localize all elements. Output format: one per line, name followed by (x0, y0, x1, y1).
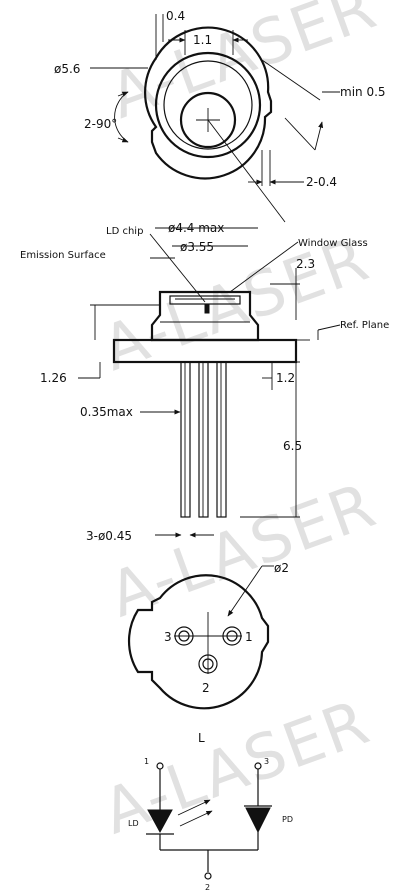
label-window-glass: Window Glass (298, 238, 368, 249)
label-ld-chip: LD chip (106, 226, 143, 237)
watermarks: A-LASER A-LASER A-LASER A-LASER (93, 0, 386, 848)
ld-diode (147, 809, 173, 834)
dim-min-0.5: min 0.5 (340, 85, 386, 99)
label-pd: PD (282, 815, 293, 824)
pin-1 (180, 361, 191, 518)
bottom-flange-outline (127, 574, 270, 710)
top-view: 0.4 1.1 ø5.6 min 0.5 2-90° 2-0.4 (54, 9, 386, 223)
top-flange-outline (143, 26, 273, 180)
dim-1.1: 1.1 (193, 33, 212, 47)
pin-label-2: 2 (202, 681, 210, 695)
label-ref-plane: Ref. Plane (340, 320, 389, 331)
label-ld: LD (128, 819, 139, 828)
pin-2 (198, 361, 209, 518)
bottom-view: ø2 3 1 2 (127, 561, 289, 710)
pd-diode (245, 807, 271, 834)
dim-dia-2: ø2 (274, 561, 289, 575)
dim-dia-5.6: ø5.6 (54, 62, 80, 76)
dim-3x-dia-0.45: 3-ø0.45 (86, 529, 132, 543)
node-label-2: 2 (205, 883, 210, 892)
dim-0.4: 0.4 (166, 9, 185, 23)
node-label-3: 3 (264, 757, 269, 766)
dim-1.2: 1.2 (276, 371, 295, 385)
dim-2x0.4: 2-0.4 (306, 175, 337, 189)
pin-3 (216, 361, 227, 518)
dim-0.35-max: 0.35max (80, 405, 133, 419)
pin-label-3: 3 (164, 630, 172, 644)
node-label-1: 1 (144, 757, 149, 766)
side-view: LD chip Emission Surface ø4.4 max ø3.55 … (20, 221, 389, 543)
label-emission-surface: Emission Surface (20, 250, 106, 261)
cap-inner-circle (163, 60, 253, 150)
label-L: L (198, 731, 205, 745)
pin-label-1: 1 (245, 630, 253, 644)
dim-2.3: 2.3 (296, 257, 315, 271)
window-circle (179, 91, 237, 149)
dim-dia-3.55: ø3.55 (180, 240, 214, 254)
dim-6.5: 6.5 (283, 439, 302, 453)
cap-outer-circle (154, 51, 262, 159)
dim-1.26: 1.26 (40, 371, 67, 385)
dim-2x90: 2-90° (84, 117, 117, 131)
circuit-diagram: L 1 LD 3 PD 2 (128, 731, 293, 892)
watermark-text: A-LASER (100, 468, 386, 631)
